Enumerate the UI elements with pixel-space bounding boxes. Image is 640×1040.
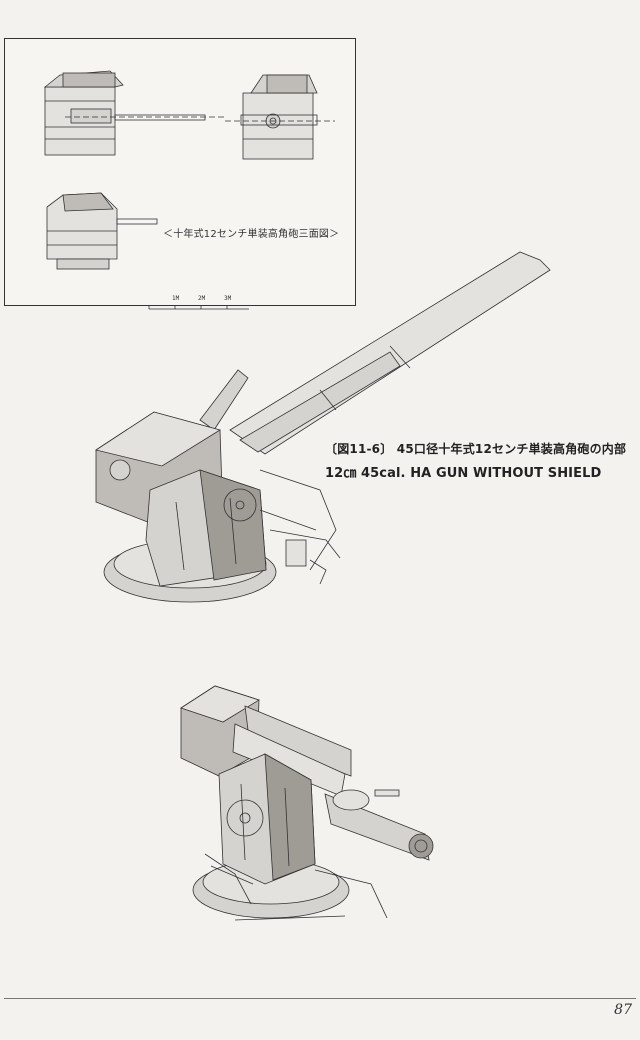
three-view-drawing xyxy=(43,70,335,270)
figure-caption-japanese: 〔図11-6〕 45口径十年式12センチ単装高角砲の内部 xyxy=(325,442,627,456)
scale-label-3m: 3M xyxy=(224,295,232,302)
side-view xyxy=(46,192,158,270)
scale-label-2m: 2M xyxy=(198,295,206,302)
footer-rule xyxy=(4,998,636,999)
plan-view xyxy=(43,70,225,156)
gun-illustration-rear xyxy=(180,685,434,921)
scale-bar: 1M 2M 3M xyxy=(145,295,255,315)
front-view xyxy=(225,74,335,160)
figure-caption: 〔図11-6〕 45口径十年式12センチ単装高角砲の内部 12㎝ 45cal. … xyxy=(325,440,626,481)
scale-bar-line xyxy=(148,305,249,310)
three-view-inset: ＜十年式12センチ単装高角砲三面図＞ 1M 2M 3M xyxy=(4,38,356,310)
page-number: 87 xyxy=(614,1002,632,1018)
figure-caption-english: 12㎝ 45cal. HA GUN WITHOUT SHIELD xyxy=(325,466,602,481)
gun-illustration-front xyxy=(95,251,551,603)
inset-caption: ＜十年式12センチ単装高角砲三面図＞ xyxy=(163,229,340,240)
scale-label-1m: 1M xyxy=(172,295,180,302)
